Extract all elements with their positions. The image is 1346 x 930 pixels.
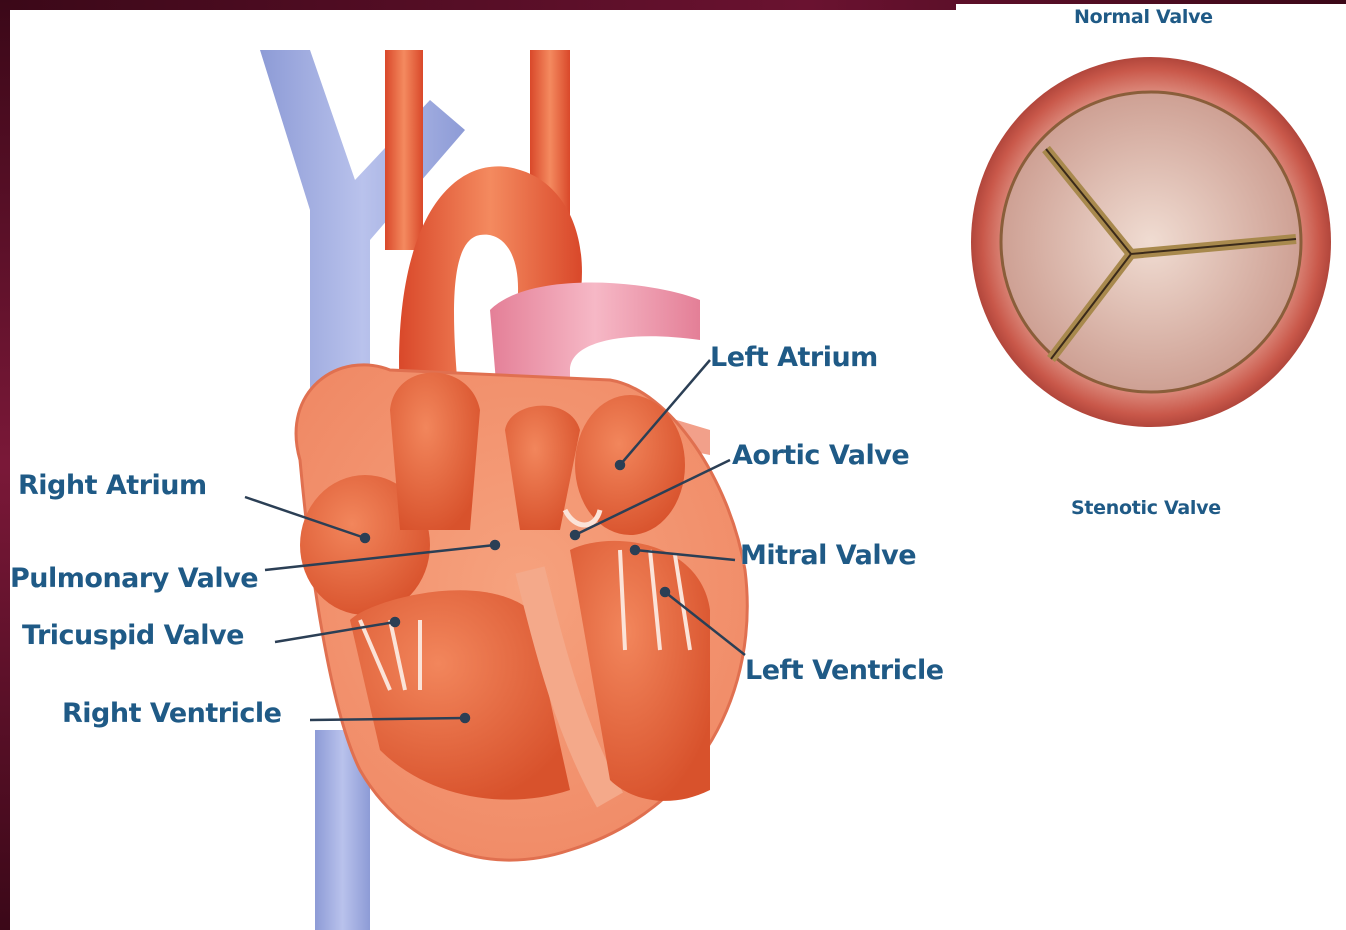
label-mitral-valve: Mitral Valve — [740, 540, 916, 571]
label-left-ventricle: Left Ventricle — [745, 655, 944, 686]
left-atrium-chamber — [575, 395, 685, 535]
label-right-atrium: Right Atrium — [18, 470, 207, 501]
aortic-root — [390, 373, 480, 531]
label-left-atrium: Left Atrium — [710, 342, 878, 373]
label-pulmonary-valve: Pulmonary Valve — [10, 563, 258, 594]
label-tricuspid-valve: Tricuspid Valve — [22, 620, 244, 651]
stenotic-valve-title: Stenotic Valve — [1071, 497, 1221, 519]
valve-illustrations — [956, 4, 1346, 930]
heart-illustration-panel: Left Atrium Aortic Valve Mitral Valve Le… — [10, 10, 956, 930]
normal-valve-image — [971, 57, 1331, 427]
carotid-artery-left — [385, 50, 423, 250]
label-aortic-valve: Aortic Valve — [732, 440, 909, 471]
valve-comparison-panel: Normal Valve — [956, 4, 1346, 930]
label-right-ventricle: Right Ventricle — [62, 698, 281, 729]
